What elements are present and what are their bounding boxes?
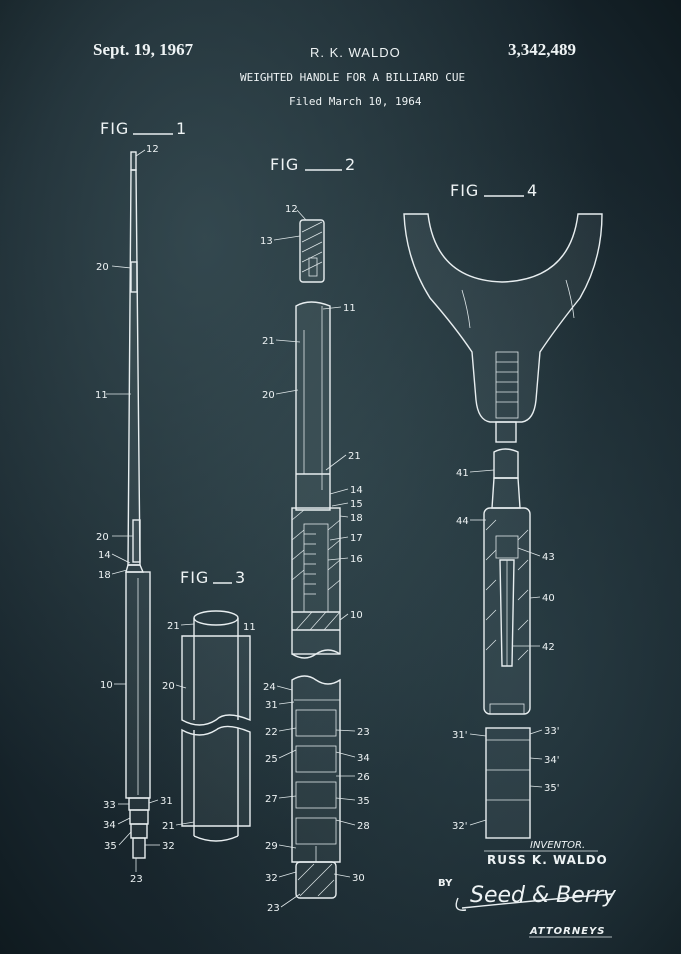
fig1-label-34: 34 [103, 820, 116, 831]
fig2-label-11: 11 [343, 303, 356, 314]
fig1-label-11: 11 [95, 390, 108, 401]
fig2-label-21b: 21 [348, 451, 361, 462]
fig1-label: FIG [100, 119, 129, 138]
fig2-label-35: 35 [357, 796, 370, 807]
fig2-label-23b: 23 [357, 727, 370, 738]
fig1-label-23: 23 [130, 874, 143, 885]
fig2-label-15: 15 [350, 499, 363, 510]
fig2-label-16: 16 [350, 554, 363, 565]
inventor-header: R. K. WALDO [310, 45, 401, 60]
fig3-label-11: 11 [243, 622, 256, 633]
fig3-label-21b: 21 [162, 821, 175, 832]
fig2-label-25: 25 [265, 754, 278, 765]
fig1-label-20b: 20 [96, 532, 109, 543]
fig2-label-13: 13 [260, 236, 273, 247]
inventor-full-name: RUSS K. WALDO [487, 853, 608, 867]
fig1-label-18: 18 [98, 570, 111, 581]
fig2-label-12: 12 [285, 204, 298, 215]
fig2-label: FIG [270, 155, 299, 174]
inventor-heading: INVENTOR. [530, 840, 585, 851]
fig4-label-40: 40 [542, 593, 555, 604]
fig2-label-14: 14 [350, 485, 363, 496]
fig2-label-20: 20 [262, 390, 275, 401]
fig3-group: FIG 3 21 11 20 21 [162, 568, 256, 842]
fig4-label-43: 43 [542, 552, 555, 563]
fig2-label-17: 17 [350, 533, 363, 544]
patent-number: 3,342,489 [508, 40, 576, 59]
fig2-group: FIG 2 12 13 11 21 20 21 14 [260, 155, 370, 914]
fig4-label-34p: 34' [544, 755, 559, 766]
fig4-label-42: 42 [542, 642, 555, 653]
fig2-label-23: 23 [267, 903, 280, 914]
fig2-label-27: 27 [265, 794, 278, 805]
fig2-number: 2 [345, 155, 356, 174]
fig2-label-32: 32 [265, 873, 278, 884]
fig2-label-24: 24 [263, 682, 276, 693]
fig1-number: 1 [176, 119, 187, 138]
fig4-label-44: 44 [456, 516, 469, 527]
fig4-label-32p: 32' [452, 821, 467, 832]
fig2-label-29: 29 [265, 841, 278, 852]
fig2-label-26: 26 [357, 772, 370, 783]
fig4-label-35p: 35' [544, 783, 559, 794]
patent-title: WEIGHTED HANDLE FOR A BILLIARD CUE [240, 71, 466, 84]
fig1-label-35: 35 [104, 841, 117, 852]
fig3-number: 3 [235, 568, 246, 587]
fig2-label-30: 30 [352, 873, 365, 884]
fig1-label-31: 31 [160, 796, 173, 807]
fig1-label-10: 10 [100, 680, 113, 691]
fig3-label-21: 21 [167, 621, 180, 632]
fig2-label-21a: 21 [262, 336, 275, 347]
fig2-label-28: 28 [357, 821, 370, 832]
fig4-label-31p: 31' [452, 730, 467, 741]
fig2-label-18: 18 [350, 513, 363, 524]
patent-date: Sept. 19, 1967 [93, 40, 194, 59]
by-label: BY [438, 878, 453, 889]
fig4-group: FIG 4 [403, 181, 603, 839]
fig1-label-12: 12 [146, 144, 159, 155]
fig1-group: FIG 1 12 20 11 20 14 18 [95, 119, 187, 885]
fig1-label-33: 33 [103, 800, 116, 811]
fig2-label-22: 22 [265, 727, 278, 738]
signature-block: INVENTOR. RUSS K. WALDO BY Seed & Berry … [438, 840, 617, 938]
fig2-label-31: 31 [265, 700, 278, 711]
fig3-label-20: 20 [162, 681, 175, 692]
fig1-label-20a: 20 [96, 262, 109, 273]
fig4-label-33p: 33' [544, 726, 559, 737]
attorneys-label: ATTORNEYS [529, 926, 606, 937]
filed-date: Filed March 10, 1964 [289, 95, 422, 108]
fig3-label: FIG [180, 568, 209, 587]
fig1-label-14: 14 [98, 550, 111, 561]
fig4-label: FIG [450, 181, 479, 200]
fig2-label-34: 34 [357, 753, 370, 764]
fig1-label-32: 32 [162, 841, 175, 852]
fig4-label-41: 41 [456, 468, 469, 479]
fig4-number: 4 [527, 181, 538, 200]
fig2-label-10: 10 [350, 610, 363, 621]
